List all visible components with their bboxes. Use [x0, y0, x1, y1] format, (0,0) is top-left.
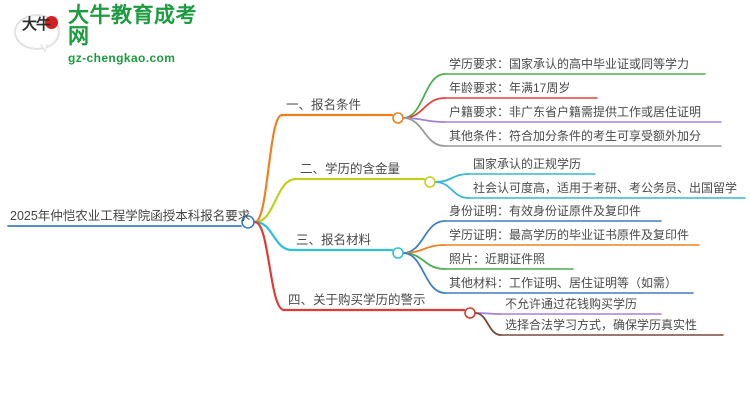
- site-logo: 大牛 大牛教育成考网 gz-chengkao.com: [14, 5, 204, 64]
- mindmap-leaf-label-1-1: 学历要求：国家承认的高中毕业证或同等学力: [449, 57, 690, 71]
- mindmap-leaf-label-3-2: 学历证明：最高学历的毕业证书原件及复印件: [449, 228, 690, 242]
- logo-mark-text: 大牛: [21, 16, 51, 33]
- mindmap-branch-node-4[interactable]: [464, 307, 476, 319]
- mindmap-branch-node-2[interactable]: [424, 176, 436, 188]
- mindmap-leaf-label-3-3: 照片：近期证件照: [449, 252, 546, 266]
- logo-red-dot-icon: [45, 16, 58, 29]
- logo-mark-icon: 大牛: [14, 12, 62, 56]
- mindmap-branch-label-2: 二、学历的含金量: [300, 162, 401, 176]
- speech-bubble-tail-inner: [41, 43, 47, 50]
- mindmap-root-node[interactable]: [241, 215, 255, 229]
- mindmap-root-label: 2025年仲恺农业工程学院函授本科报名要求: [10, 209, 251, 223]
- mindmap-branch-node-1[interactable]: [392, 112, 404, 124]
- mindmap-leaf-label-2-2: 社会认可度高，适用于考研、考公务员、出国留学: [473, 181, 738, 195]
- logo-title: 大牛教育成考网: [68, 3, 197, 48]
- mindmap-leaf-label-1-2: 年龄要求：年满17周岁: [449, 81, 571, 95]
- mindmap-branch-label-1: 一、报名条件: [286, 98, 362, 112]
- mindmap-branch-label-4: 四、关于购买学历的警示: [288, 293, 426, 307]
- mindmap-branch-label-3: 三、报名材料: [296, 233, 372, 247]
- logo-subtitle: gz-chengkao.com: [68, 50, 176, 65]
- mindmap-leaf-label-3-1: 身份证明：有效身份证原件及复印件: [449, 204, 642, 218]
- mindmap-leaf-label-2-1: 国家承认的正规学历: [473, 157, 582, 171]
- mindmap-leaf-label-3-4: 其他材料：工作证明、居住证明等（如需）: [449, 276, 678, 290]
- mindmap-leaf-label-1-3: 户籍要求：非广东省户籍需提供工作或居住证明: [449, 105, 702, 119]
- mindmap-branch-node-3[interactable]: [392, 247, 404, 259]
- logo-text-block: 大牛教育成考网 gz-chengkao.com: [68, 5, 204, 64]
- mindmap-leaf-label-4-1: 不允许通过花钱购买学历: [505, 297, 638, 311]
- mindmap-leaf-label-1-4: 其他条件：符合加分条件的考生可享受额外加分: [449, 129, 702, 143]
- mindmap-leaf-label-4-2: 选择合法学习方式，确保学历真实性: [505, 318, 698, 332]
